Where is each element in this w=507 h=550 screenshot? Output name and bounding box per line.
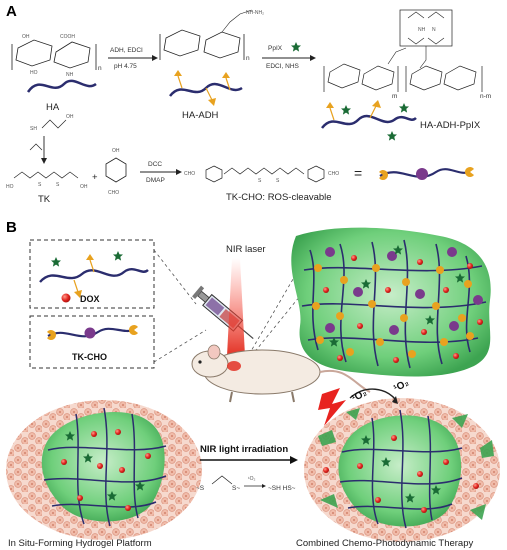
svg-text:¹O₂: ¹O₂ bbox=[248, 476, 256, 482]
tk-structure: S S HO OH TK bbox=[6, 171, 88, 205]
caption-left: In Situ-Forming Hydrogel Platform bbox=[8, 538, 152, 549]
svg-text:PpIX: PpIX bbox=[268, 45, 283, 52]
svg-text:NH: NH bbox=[66, 72, 74, 78]
svg-text:OH: OH bbox=[22, 34, 30, 40]
svg-text:~S: ~S bbox=[196, 485, 205, 492]
arrow-step2: PpIX EDCI, NHS bbox=[262, 42, 316, 70]
svg-text:CHO: CHO bbox=[184, 171, 195, 177]
svg-text:OH: OH bbox=[112, 148, 120, 154]
syringe-icon bbox=[192, 285, 254, 340]
mouse-icon bbox=[191, 344, 371, 403]
svg-text:ADH, EDCI: ADH, EDCI bbox=[110, 47, 143, 54]
equals-sign: = bbox=[354, 165, 362, 181]
svg-text:NH-NH₂: NH-NH₂ bbox=[246, 10, 264, 16]
ha-structure: OH COOH HO NH n HA bbox=[11, 34, 102, 113]
svg-text:S~: S~ bbox=[232, 485, 240, 492]
plus-sign: + bbox=[92, 172, 98, 183]
svg-text:DMAP: DMAP bbox=[146, 177, 165, 184]
panel-a-letter: A bbox=[6, 3, 17, 20]
svg-text:n: n bbox=[98, 65, 102, 72]
svg-text:NH: NH bbox=[418, 27, 426, 33]
thiol-acid-structure: SH OH bbox=[29, 114, 74, 164]
hydroxybenzaldehyde-structure: OH CHO bbox=[105, 148, 127, 196]
svg-text:n-m: n-m bbox=[480, 93, 491, 100]
svg-text:CHO: CHO bbox=[328, 171, 339, 177]
tkcho-label: TK-CHO bbox=[72, 352, 107, 362]
svg-text:OH: OH bbox=[66, 114, 74, 120]
svg-text:DCC: DCC bbox=[148, 161, 162, 168]
svg-text:S: S bbox=[38, 182, 42, 188]
svg-text:HO: HO bbox=[6, 184, 14, 190]
label-ha-adh-ppix: HA-ADH-PpIX bbox=[420, 120, 481, 131]
laser-beam-icon: NIR laser bbox=[226, 244, 266, 356]
legend-box-tkcho: TK-CHO bbox=[29, 315, 155, 369]
star-icon bbox=[291, 42, 301, 52]
tumor-treated-right: ¹O₂ ¹O₂ bbox=[304, 377, 500, 542]
hydrogel-network bbox=[291, 227, 491, 377]
label-tk: TK bbox=[38, 194, 51, 205]
svg-text:OH: OH bbox=[80, 184, 88, 190]
tumor-hydrogel-left bbox=[6, 400, 202, 540]
lightning-icon bbox=[318, 388, 346, 426]
arrow-step1: ADH, EDCI pH 4.75 bbox=[108, 47, 158, 70]
svg-text:pH 4.75: pH 4.75 bbox=[114, 63, 137, 70]
label-ha: HA bbox=[46, 102, 60, 113]
tk-cho-cartoon bbox=[379, 167, 474, 180]
svg-text:EDCI, NHS: EDCI, NHS bbox=[266, 63, 300, 70]
svg-text:S: S bbox=[258, 178, 262, 184]
svg-text:~SH HS~: ~SH HS~ bbox=[268, 485, 296, 492]
ha-adh-structure: n NH-NH₂ HA-ADH bbox=[159, 9, 264, 121]
svg-text:COOH: COOH bbox=[60, 34, 75, 40]
panel-b-letter: B bbox=[6, 219, 17, 236]
svg-text:¹O₂: ¹O₂ bbox=[392, 377, 411, 394]
svg-text:CHO: CHO bbox=[108, 190, 119, 196]
dox-icon bbox=[61, 293, 71, 303]
laser-label: NIR laser bbox=[226, 244, 266, 255]
caption-right: Combined Chemo-Photodynamic Therapy bbox=[296, 538, 473, 549]
label-tk-cho: TK-CHO: ROS-cleavable bbox=[226, 192, 332, 203]
irradiation-label: NIR light irradiation bbox=[200, 444, 288, 455]
svg-text:m: m bbox=[392, 93, 397, 100]
legend-box-polymer: DOX bbox=[29, 239, 155, 309]
svg-text:N: N bbox=[432, 27, 436, 33]
svg-text:S: S bbox=[276, 178, 280, 184]
ppix-structure: NH N bbox=[399, 9, 453, 69]
label-ha-adh: HA-ADH bbox=[182, 110, 219, 121]
dox-label: DOX bbox=[80, 294, 100, 304]
arrow-coupling: DCC DMAP bbox=[140, 161, 182, 184]
svg-text:n: n bbox=[246, 55, 250, 62]
svg-text:S: S bbox=[56, 182, 60, 188]
svg-text:HO: HO bbox=[30, 70, 38, 76]
irradiation-step: NIR light irradiation ~S S~ ¹O₂ ~SH HS~ bbox=[196, 444, 298, 492]
svg-text:SH: SH bbox=[30, 126, 37, 132]
ha-adh-ppix-structure: m n-m HA-ADH-PpIX bbox=[321, 47, 491, 141]
tk-cho-structure: CHO S S CHO TK-CHO: ROS-cleavable bbox=[184, 165, 339, 203]
